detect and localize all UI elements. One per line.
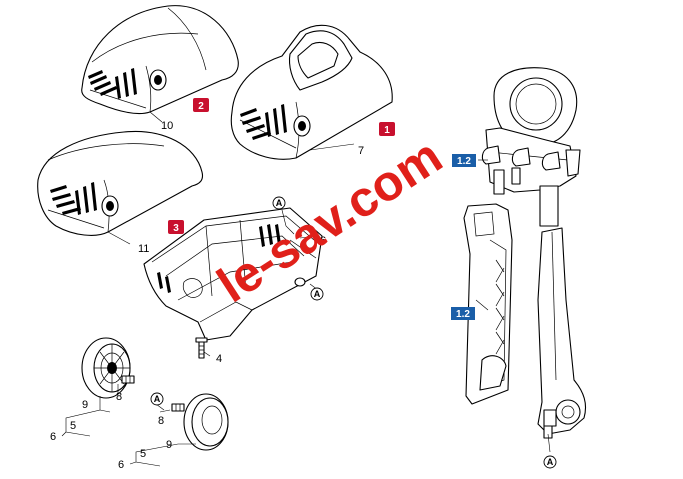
axle-part-8-lower — [171, 403, 185, 412]
label-9-upper: 9 — [82, 399, 88, 411]
vent-slots-10 — [88, 68, 137, 99]
badge-2: 2 — [193, 98, 209, 112]
handle-assembly — [463, 67, 587, 439]
cover-part-11 — [37, 130, 204, 236]
label-7: 7 — [358, 145, 364, 157]
label-10: 10 — [161, 120, 173, 132]
clip-mid — [511, 147, 531, 167]
svg-text:A: A — [314, 289, 321, 299]
badge-1-2-middle: 1.2 — [451, 307, 475, 320]
svg-text:A: A — [154, 394, 161, 404]
label-6-upper: 6 — [50, 431, 56, 443]
ref-a-wheel: A — [150, 392, 164, 406]
clip-left — [481, 145, 501, 165]
svg-text:A: A — [276, 198, 283, 208]
ref-a-bottom: A — [543, 455, 557, 469]
leader-lines — [61, 111, 551, 467]
label-11: 11 — [138, 243, 149, 255]
badge-1: 1 — [379, 122, 395, 136]
svg-text:3: 3 — [173, 223, 179, 234]
wheel-part-9-lower — [171, 393, 229, 451]
base-chassis — [143, 207, 323, 341]
cover-part-7 — [230, 24, 393, 160]
chassis-ribs — [157, 224, 281, 293]
label-6-lower: 6 — [118, 459, 124, 471]
svg-text:1.2: 1.2 — [456, 309, 470, 320]
label-5-upper: 5 — [70, 420, 76, 432]
clip-right — [541, 151, 561, 171]
svg-text:A: A — [547, 457, 554, 467]
ref-a-top: A — [272, 196, 286, 210]
wheel-part-9-upper — [81, 337, 135, 399]
label-8-lower: 8 — [158, 415, 164, 427]
cover-part-10 — [81, 5, 239, 115]
label-6-top: 6 — [320, 235, 326, 247]
axle-part-8-upper — [121, 375, 135, 384]
chassis-boss — [294, 277, 306, 287]
badge-1-2-top: 1.2 — [452, 154, 476, 167]
part-labels: 10 7 11 4 6 9 8 5 6 8 9 5 6 — [50, 120, 364, 471]
badge-3: 3 — [168, 220, 184, 234]
label-9-lower: 9 — [166, 439, 172, 451]
vent-slots-7 — [240, 104, 287, 140]
svg-text:1.2: 1.2 — [457, 156, 471, 167]
svg-text:1: 1 — [384, 125, 390, 136]
ref-a-right: A — [310, 287, 324, 301]
label-5-lower: 5 — [140, 448, 146, 460]
label-4: 4 — [216, 353, 222, 365]
svg-text:2: 2 — [198, 101, 204, 112]
label-8-upper: 8 — [116, 391, 122, 403]
vent-slots-11 — [50, 182, 97, 215]
screw-part-4 — [195, 337, 208, 359]
